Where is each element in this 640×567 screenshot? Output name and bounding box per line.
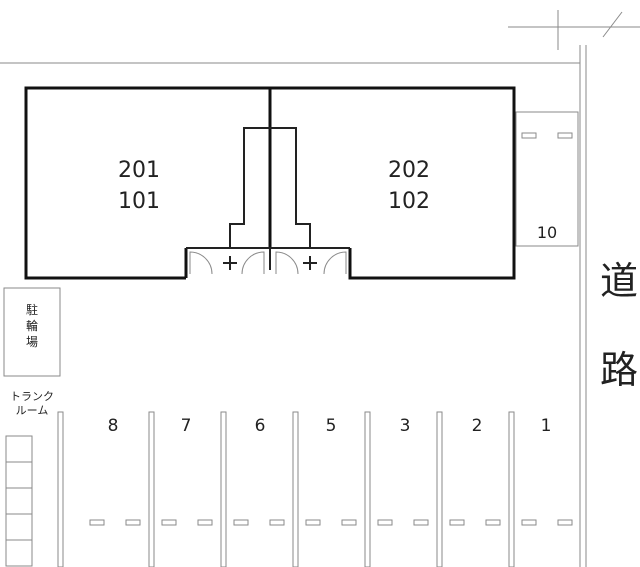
road-label: 道 路 [600,259,638,392]
bike-parking: 駐 輪 場 [3,287,61,377]
parking-row: 8 7 6 5 3 2 1 [57,411,573,567]
bike-parking-label-2: 輪 [26,318,38,333]
road-char-1: 道 [600,259,638,303]
corner-marks [508,10,640,50]
door-3 [275,251,299,275]
trunk-room: トランク ルーム [5,390,54,567]
road-char-2: 路 [600,348,638,392]
bike-parking-label-3: 場 [26,335,38,349]
unit-101-label: 101 [118,189,160,214]
unit-102-label: 102 [388,189,430,214]
door-1 [189,251,213,275]
trunk-room-label-2: ルーム [16,404,49,417]
parking-space-label: 2 [472,416,483,436]
building [24,86,516,280]
bike-parking-label-1: 駐 [26,302,38,317]
parking-space-label: 5 [326,416,337,436]
parking-dividers [57,411,515,567]
trunk-room-label-1: トランク [10,390,54,403]
lot-boundary [0,45,587,567]
parking-space-label: 1 [541,416,552,436]
unit-201-label: 201 [118,158,160,183]
parking-space-label: 7 [181,416,192,436]
door-4 [323,251,347,275]
parking-space-label: 8 [108,416,119,436]
parking-space-labels: 8 7 6 5 3 2 1 [108,416,552,436]
parking-space-10-label: 10 [537,223,557,242]
unit-202-label: 202 [388,158,430,183]
unit-labels: 201 101 202 102 [118,158,430,214]
parking-space-10: 10 [515,111,579,247]
parking-space-label: 6 [255,416,266,436]
parking-space-label: 3 [400,416,411,436]
doors [189,251,347,275]
parking-wheel-stops [89,519,573,526]
door-2 [241,251,265,275]
